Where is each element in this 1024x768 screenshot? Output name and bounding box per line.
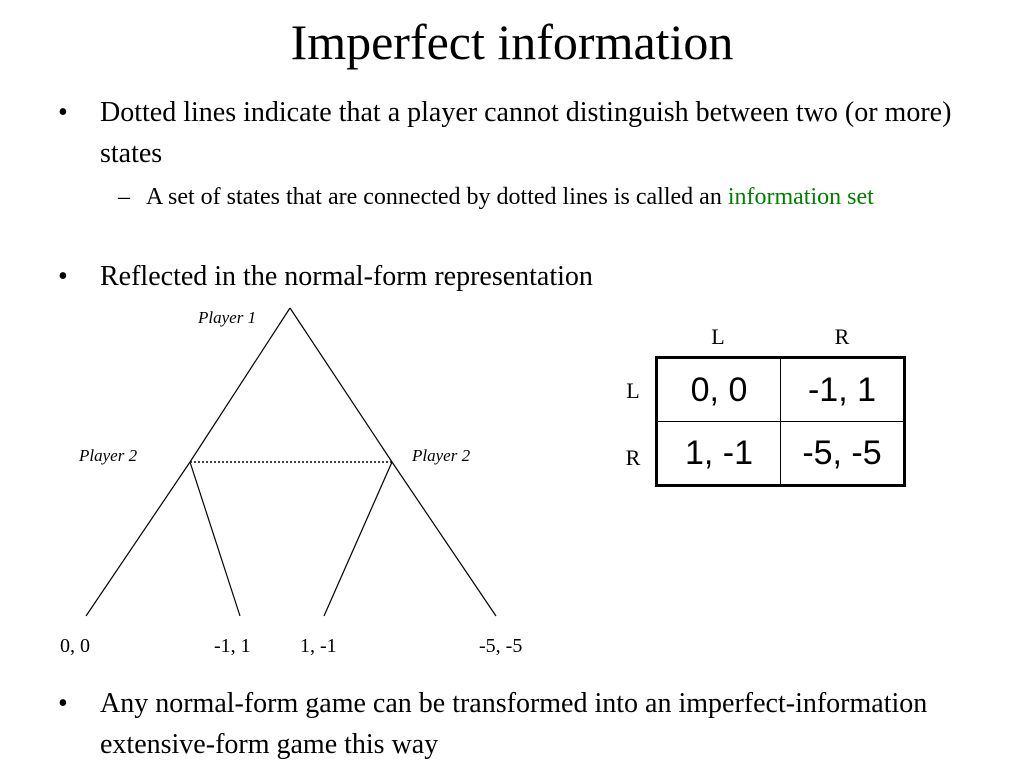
right-player-label: Player 2 (411, 446, 471, 465)
matrix-cell: -1, 1 (780, 357, 905, 422)
edge-right-r (391, 461, 497, 617)
edge-right-l (323, 461, 393, 617)
matrix-row: 0, 0 -1, 1 (656, 357, 905, 422)
bullet-marker: • (58, 97, 68, 128)
payoff-matrix: 0, 0 -1, 1 1, -1 -5, -5 (655, 356, 906, 487)
matrix-col-header-l: L (711, 324, 725, 349)
left-player-label: Player 2 (78, 446, 138, 465)
matrix-cell: 1, -1 (656, 421, 781, 486)
slide-title: Imperfect information (290, 14, 734, 70)
matrix-cell: -5, -5 (780, 421, 905, 486)
edge-left-r (189, 461, 241, 617)
sub-bullet-text: A set of states that are connected by do… (146, 184, 728, 210)
edge-root-right (289, 307, 393, 463)
matrix-row-header-l: L (626, 378, 640, 403)
edge-left-l (85, 461, 191, 617)
bullet-marker: • (58, 261, 68, 292)
edge-root-left (189, 307, 291, 463)
payoff-leaf-2: -1, 1 (214, 635, 251, 657)
extensive-form-tree: Player 1 Player 2 Player 2 0, 0 -1, 1 1,… (60, 307, 522, 657)
bullet-marker: • (58, 688, 68, 719)
payoff-leaf-3: 1, -1 (300, 635, 337, 657)
matrix-row-header-r: R (625, 445, 641, 470)
root-player-label: Player 1 (197, 308, 256, 327)
bullet-text: Dotted lines indicate that a player cann… (100, 97, 952, 169)
matrix-col-header-r: R (834, 324, 850, 349)
sub-bullet-text-wrapper: A set of states that are connected by do… (146, 180, 976, 214)
matrix-row: 1, -1 -5, -5 (656, 421, 905, 486)
sub-bullet-marker: – (118, 184, 130, 210)
matrix-cell: 0, 0 (656, 357, 781, 422)
payoff-leaf-1: 0, 0 (60, 635, 90, 657)
bullet-text: Any normal-form game can be transformed … (100, 688, 928, 760)
information-set-term: information set (727, 184, 874, 210)
payoff-leaf-4: -5, -5 (479, 635, 522, 657)
bullet-text: Reflected in the normal-form representat… (100, 261, 593, 292)
